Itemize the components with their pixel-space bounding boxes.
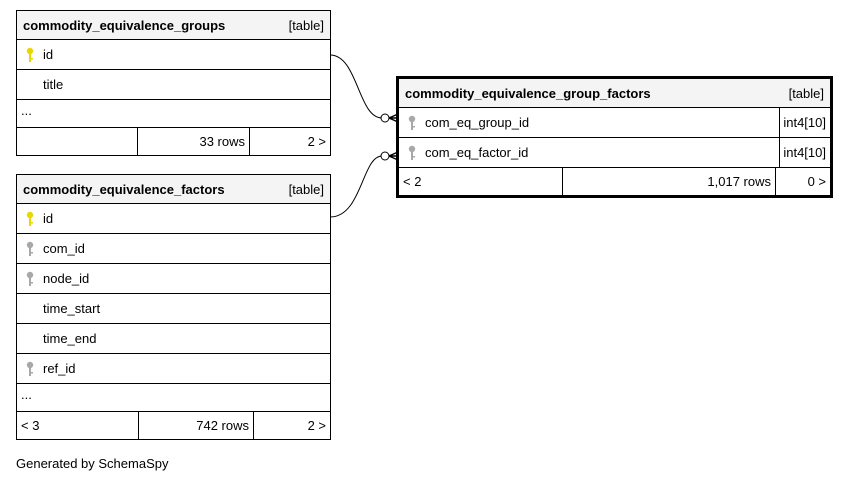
primary-key-icon	[17, 204, 43, 234]
table-footer: < 3 742 rows 2 >	[17, 412, 330, 439]
foreign-key-icon	[399, 138, 425, 168]
column-name: com_id	[43, 241, 85, 256]
table-header[interactable]: commodity_equivalence_groups [table]	[17, 11, 330, 40]
row-count: 33 rows	[138, 128, 250, 155]
column-row[interactable]: node_id	[17, 264, 330, 294]
column-name: com_eq_group_id	[425, 115, 530, 130]
column-row[interactable]: id	[17, 40, 330, 70]
table-commodity-equivalence-factors[interactable]: commodity_equivalence_factors [table] id…	[16, 174, 331, 440]
relationship-factors-to-group-factors	[329, 155, 383, 218]
children-count[interactable]: 0 >	[807, 174, 826, 189]
table-header[interactable]: commodity_equivalence_factors [table]	[17, 175, 330, 204]
primary-key-icon	[17, 40, 43, 70]
column-name: time_start	[43, 301, 101, 316]
column-row[interactable]: time_end	[17, 324, 330, 354]
table-footer: < 2 1,017 rows 0 >	[399, 168, 830, 195]
parents-count[interactable]: < 3	[17, 412, 139, 439]
table-commodity-equivalence-groups[interactable]: commodity_equivalence_groups [table] id …	[16, 10, 331, 156]
column-name: com_eq_factor_id	[425, 145, 529, 160]
table-name: commodity_equivalence_group_factors	[405, 85, 651, 101]
table-footer: 33 rows 2 >	[17, 128, 330, 155]
column-row[interactable]: com_id	[17, 234, 330, 264]
column-name: id	[43, 211, 54, 226]
column-row[interactable]: time_start	[17, 294, 330, 324]
zero-or-many-marker	[380, 113, 390, 123]
table-name: commodity_equivalence_groups	[23, 17, 226, 33]
row-count: 742 rows	[139, 412, 254, 439]
column-datatype: int4[10]	[779, 108, 830, 137]
generated-by-label: Generated by SchemaSpy	[16, 456, 169, 471]
row-count: 1,017 rows	[563, 168, 776, 195]
column-row[interactable]: com_eq_group_id int4[10]	[399, 108, 830, 138]
column-name: title	[43, 77, 64, 92]
table-header[interactable]: commodity_equivalence_group_factors [tab…	[399, 79, 830, 108]
column-row[interactable]: title	[17, 70, 330, 100]
table-type: [table]	[288, 17, 324, 33]
zero-or-many-marker	[380, 151, 390, 161]
table-name: commodity_equivalence_factors	[23, 181, 225, 197]
column-row[interactable]: id	[17, 204, 330, 234]
column-name: ref_id	[43, 361, 76, 376]
parents-count[interactable]: < 2	[399, 168, 563, 195]
children-count[interactable]: 2 >	[307, 134, 326, 149]
column-name: id	[43, 47, 54, 62]
relationship-groups-to-group-factors	[329, 54, 383, 119]
column-row[interactable]: ref_id	[17, 354, 330, 384]
more-columns: ...	[17, 384, 330, 412]
foreign-key-icon	[17, 234, 43, 264]
foreign-key-icon	[17, 264, 43, 294]
children-count[interactable]: 2 >	[307, 418, 326, 433]
table-type: [table]	[288, 181, 324, 197]
more-columns: ...	[17, 100, 330, 128]
table-commodity-equivalence-group-factors[interactable]: commodity_equivalence_group_factors [tab…	[396, 76, 833, 198]
column-name: node_id	[43, 271, 90, 286]
column-row[interactable]: com_eq_factor_id int4[10]	[399, 138, 830, 168]
column-datatype: int4[10]	[779, 138, 830, 167]
column-name: time_end	[43, 331, 97, 346]
parents-count[interactable]	[17, 128, 138, 155]
table-type: [table]	[788, 85, 824, 101]
foreign-key-icon	[17, 354, 43, 384]
foreign-key-icon	[399, 108, 425, 138]
